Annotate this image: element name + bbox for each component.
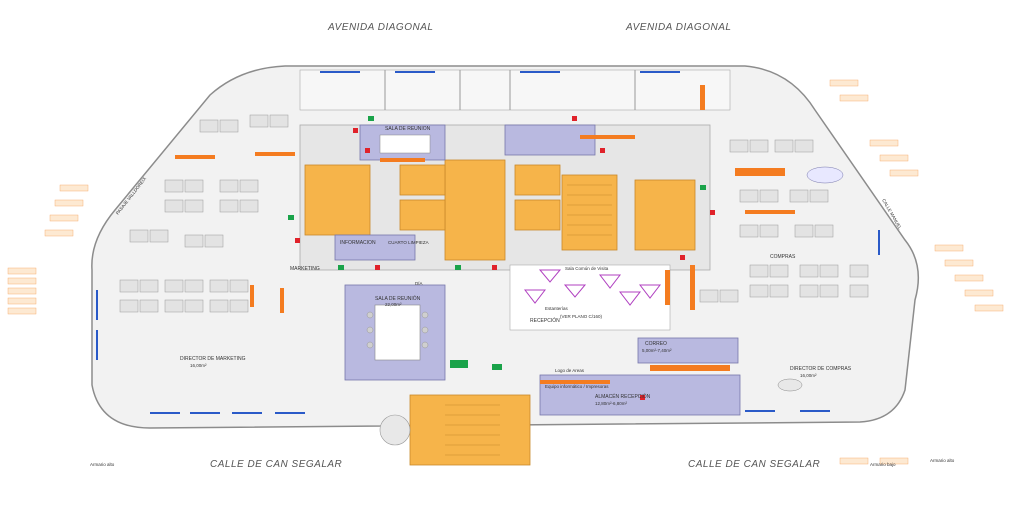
stair-core-north (561, 174, 618, 251)
room-label-reception: RECEPCIÓN (530, 317, 560, 324)
storage-units (175, 85, 795, 384)
street-label-top-left: AVENIDA DIAGONAL (328, 22, 434, 33)
room-label-mail: CORREO (645, 341, 667, 347)
reception-area (509, 264, 671, 331)
room-label-meeting-top: SALA DE REUNION (385, 126, 431, 132)
toilets-right (634, 179, 696, 251)
exit-signs (288, 116, 706, 370)
room-label-director-compras: DIRECTOR DE COMPRAS (790, 366, 852, 372)
street-label-top-right: AVENIDA DIAGONAL (626, 22, 732, 33)
room-label-cleaning: CUARTO LIMPIEZA (388, 240, 429, 245)
street-label-bottom-right: CALLE DE CAN SEGALAR (688, 459, 821, 470)
room-label-info: INFORMACION (340, 240, 376, 246)
room-area-meeting-main: 22,00m² (385, 302, 402, 307)
street-label-bottom-left: CALLE DE CAN SEGALAR (210, 459, 343, 470)
note-dia: DÍA (415, 280, 423, 286)
label-tags (7, 79, 1004, 465)
note-shelving: Estanterías (545, 306, 569, 311)
room-label-waiting: Sala Común de Visita (565, 266, 609, 271)
toilets-left (304, 164, 371, 236)
mail-room (637, 337, 739, 364)
room-label-compras: COMPRAS (770, 254, 796, 260)
room-area-director-compras: 16,00m² (800, 373, 817, 378)
meeting-table-main (374, 304, 421, 361)
note-it-equipment: Equipo informático / Impresoras (545, 384, 609, 389)
room-label-screen: (VER PLANO C/160) (560, 314, 603, 319)
room-label-marketing: MARKETING (290, 266, 320, 272)
top-offices (299, 69, 731, 111)
room-area-director-marketing: 16,00m² (190, 363, 207, 368)
waiting-triangles (523, 269, 662, 306)
stair-core-south (409, 394, 531, 466)
room-area-warehouse: 12,80m²-6,80m² (595, 401, 628, 406)
note-armario-alto-left: Armario alto (90, 462, 115, 467)
info-room (334, 234, 416, 261)
reception-hall (444, 159, 506, 261)
room-label-meeting-main: SALA DE REUNIÓN (375, 295, 421, 302)
workstations (119, 114, 869, 313)
room-area-mail: 5,00m²-7,40m² (642, 348, 672, 353)
note-armario-bajo-right: Armario bajo (870, 462, 896, 467)
note-logo: Logo de Areas (555, 368, 585, 373)
room-label-warehouse: ALMACÉN RECEPCIÓN (595, 393, 651, 400)
fire-signs (295, 116, 715, 400)
note-armario-alto-right: Armario alto (930, 458, 955, 463)
room-label-director-marketing: DIRECTOR DE MARKETING (180, 356, 246, 362)
